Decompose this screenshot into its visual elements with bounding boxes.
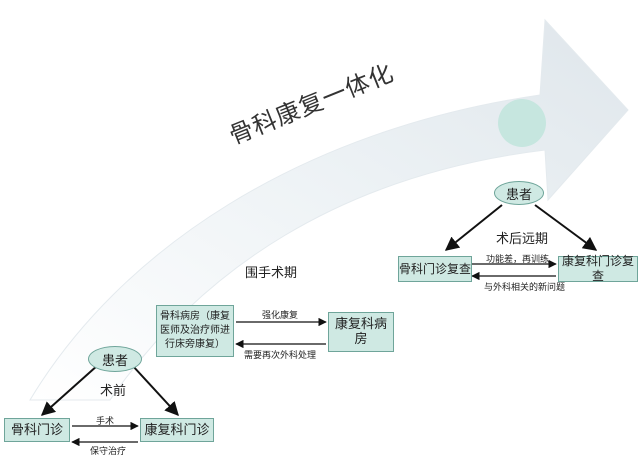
stage-postop-label: 术后远期 [496,232,549,247]
periop-edge-intensive-label: 强化康复 [262,311,299,321]
preop-edge-surgery-label: 手术 [96,417,115,427]
postop-patient-node: 患者 [494,181,544,205]
postop-rehab-followup-node: 康复科门诊复查 [558,254,638,283]
periop-edge-surgery-again-label: 需要再次外科处理 [244,351,317,361]
preop-edge-conservative-label: 保守治疗 [90,447,127,457]
stage-preop-label: 术前 [100,384,127,399]
preop-ortho-clinic-node: 骨科门诊 [4,418,70,442]
postop-ortho-followup-node: 骨科门诊复查 [398,256,472,282]
stage-periop-label: 围手术期 [245,266,298,281]
periop-rehab-ward-node: 康复科病房 [328,312,394,352]
periop-ortho-ward-node: 骨科病房（康复医师及治疗师进行床旁康复） [156,305,234,357]
preop-patient-node: 患者 [88,346,142,372]
preop-rehab-clinic-node: 康复科门诊 [140,418,214,442]
postop-edge-new-issue-label: 与外科相关的新问题 [484,283,566,293]
postop-edge-retrain-label: 功能差，再训练 [486,255,550,265]
